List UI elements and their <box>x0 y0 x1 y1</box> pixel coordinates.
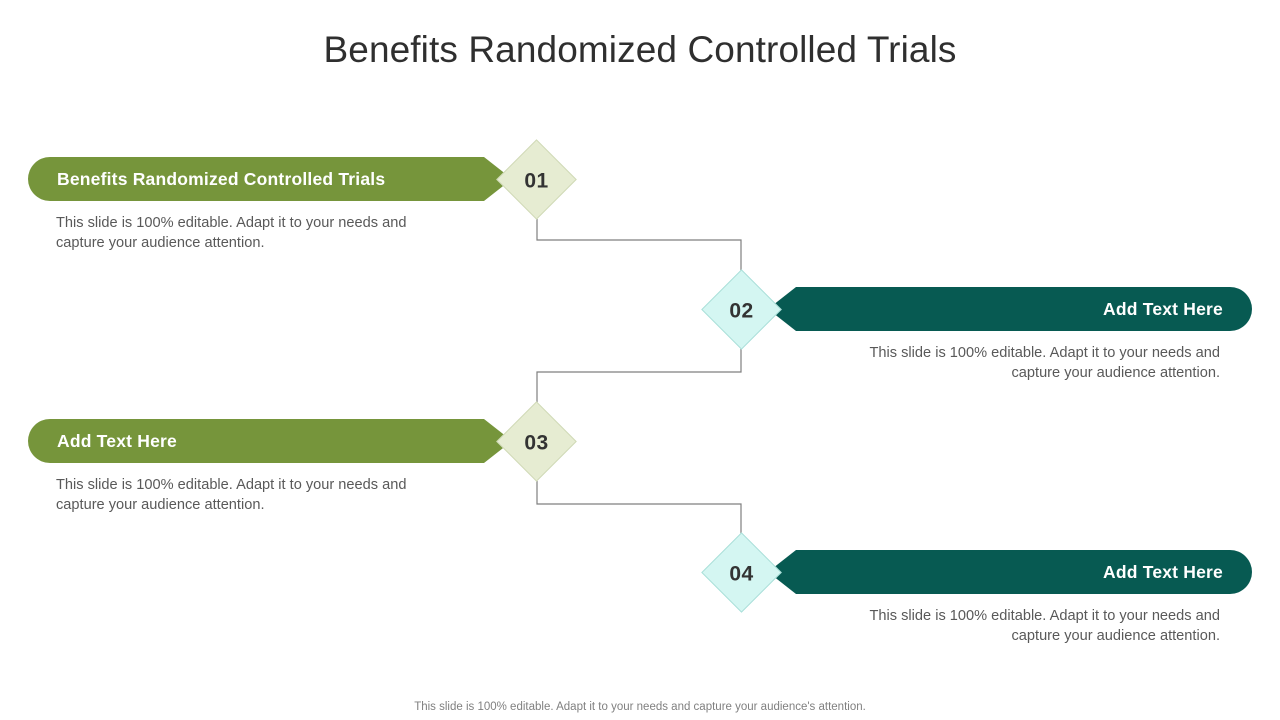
step-body-03: This slide is 100% editable. Adapt it to… <box>56 477 407 513</box>
step-body-04: This slide is 100% editable. Adapt it to… <box>869 608 1220 644</box>
step-title-01: Benefits Randomized Controlled Trials <box>57 168 386 189</box>
page-title: Benefits Randomized Controlled Trials <box>323 29 957 70</box>
step-title-03: Add Text Here <box>57 430 177 451</box>
step-title-02: Add Text Here <box>1103 298 1223 319</box>
step-number-04: 04 <box>729 561 754 585</box>
footer-note: This slide is 100% editable. Adapt it to… <box>414 701 866 713</box>
step-number-02: 02 <box>729 298 754 322</box>
step-row-04: Add Text Here 04 This slide is 100% edit… <box>0 532 1280 680</box>
step-row-03: Add Text Here 03 This slide is 100% edit… <box>0 401 1280 549</box>
step-number-01: 01 <box>524 168 549 192</box>
step-bar-03[interactable]: Add Text Here <box>28 419 512 463</box>
step-diamond-01[interactable]: 01 <box>496 139 577 220</box>
step-bar-01[interactable]: Benefits Randomized Controlled Trials <box>28 157 512 201</box>
step-bar-04[interactable]: Add Text Here <box>768 550 1252 594</box>
step-row-02: Add Text Here 02 This slide is 100% edit… <box>0 269 1280 417</box>
step-body-02: This slide is 100% editable. Adapt it to… <box>869 345 1220 381</box>
step-row-01: Benefits Randomized Controlled Trials 01… <box>0 139 1280 287</box>
step-number-03: 03 <box>524 430 549 454</box>
step-bar-02[interactable]: Add Text Here <box>768 287 1252 331</box>
step-title-04: Add Text Here <box>1103 561 1223 582</box>
step-body-01: This slide is 100% editable. Adapt it to… <box>56 215 407 251</box>
